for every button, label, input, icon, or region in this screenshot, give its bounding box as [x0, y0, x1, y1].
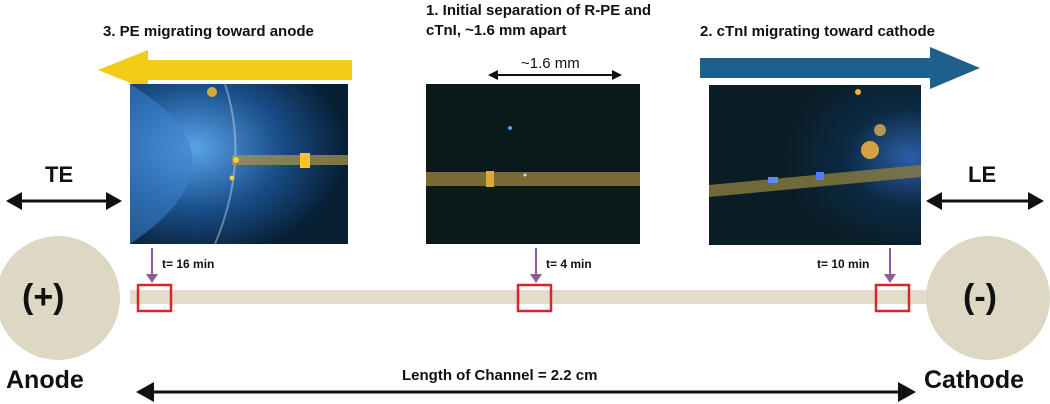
- time-label-cathode: t= 10 min: [817, 257, 870, 271]
- micrograph-anode: [130, 83, 348, 245]
- cathode-electrode: [926, 236, 1050, 360]
- channel-length-arrow: [136, 382, 916, 402]
- anode-direction-arrow: [98, 50, 352, 90]
- te-label: TE: [45, 162, 74, 187]
- le-label: LE: [968, 162, 997, 187]
- micrograph-cathode: [709, 85, 921, 245]
- scale-bar-label: ~1.6 mm: [521, 55, 580, 72]
- time-pointers: [146, 248, 896, 283]
- te-double-arrow: [6, 192, 122, 210]
- step3-label: 3. PE migrating toward anode: [103, 23, 314, 40]
- anode-electrode: [0, 236, 120, 360]
- le-double-arrow: [926, 192, 1044, 210]
- channel: [130, 290, 930, 304]
- marker-anode: [136, 283, 173, 313]
- step2-label: 2. cTnI migrating toward cathode: [700, 23, 936, 40]
- time-label-anode: t= 16 min: [162, 257, 215, 271]
- marker-cathode: [874, 283, 911, 313]
- anode-symbol: (+): [22, 278, 65, 316]
- scale-bar-arrow: [488, 70, 622, 80]
- time-label-center: t= 4 min: [546, 257, 592, 271]
- step1-label-line2: cTnI, ~1.6 mm apart: [426, 22, 567, 39]
- micrograph-center: [426, 84, 640, 244]
- cathode-direction-arrow: [700, 47, 980, 89]
- marker-center: [516, 283, 553, 313]
- step1-label-line1: 1. Initial separation of R-PE and: [426, 2, 652, 19]
- anode-label: Anode: [6, 366, 84, 394]
- cathode-symbol: (-): [963, 278, 997, 316]
- channel-length-label: Length of Channel = 2.2 cm: [402, 367, 598, 384]
- cathode-label: Cathode: [924, 366, 1024, 394]
